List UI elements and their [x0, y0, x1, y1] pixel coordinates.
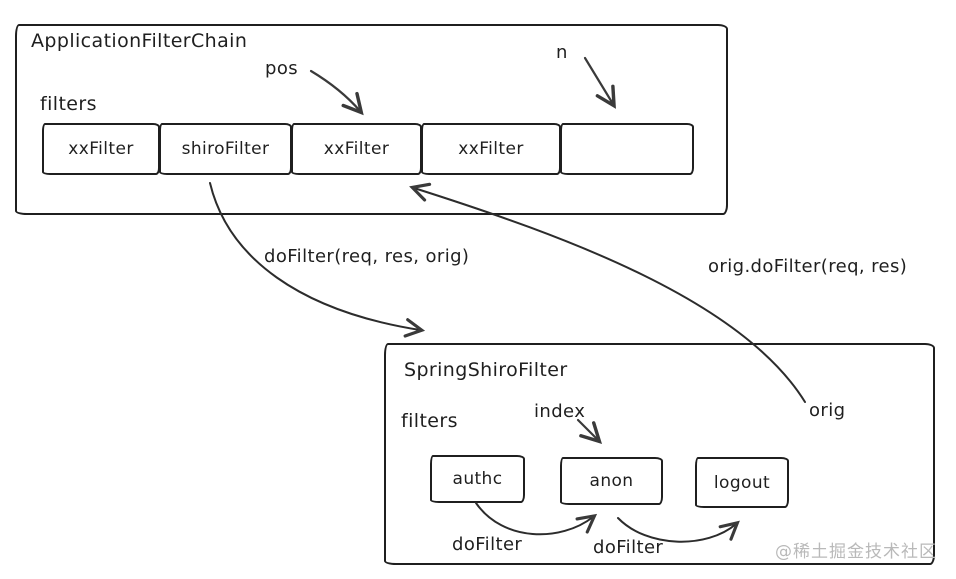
- pos-pointer-label: pos: [265, 58, 299, 79]
- shiro-filter-logout-box: logout: [695, 457, 789, 508]
- filter-cell-shirofilter: shiroFilter: [159, 123, 292, 175]
- dofilter-step-label-1: doFilter: [452, 534, 523, 555]
- watermark: @稀土掘金技术社区: [775, 542, 937, 562]
- filter-cell-xxfilter-1: xxFilter: [42, 123, 160, 175]
- index-pointer-label: index: [534, 401, 586, 422]
- dofilter-step-label-2: doFilter: [593, 537, 664, 558]
- orig-dofilter-up-call-label: orig.doFilter(req, res): [708, 256, 908, 277]
- filter-cell-empty: [560, 123, 694, 175]
- filter-cell-xxfilter-3: xxFilter: [421, 123, 561, 175]
- filter-cell-xxfilter-2: xxFilter: [291, 123, 422, 175]
- application-filter-chain-title: ApplicationFilterChain: [31, 30, 248, 52]
- shiro-filter-anon-box: anon: [560, 457, 663, 505]
- top-filters-label: filters: [40, 93, 97, 115]
- n-pointer-label: n: [556, 42, 568, 63]
- dofilter-down-call-label: doFilter(req, res, orig): [264, 246, 470, 267]
- filter-cells-row: xxFilter shiroFilter xxFilter xxFilter: [42, 123, 694, 175]
- application-filter-chain-box: [15, 24, 728, 215]
- orig-reference-label: orig: [809, 400, 846, 421]
- spring-shiro-filter-title: SpringShiroFilter: [404, 359, 568, 381]
- shiro-filter-authc-box: authc: [430, 455, 525, 503]
- bottom-filters-label: filters: [401, 410, 458, 432]
